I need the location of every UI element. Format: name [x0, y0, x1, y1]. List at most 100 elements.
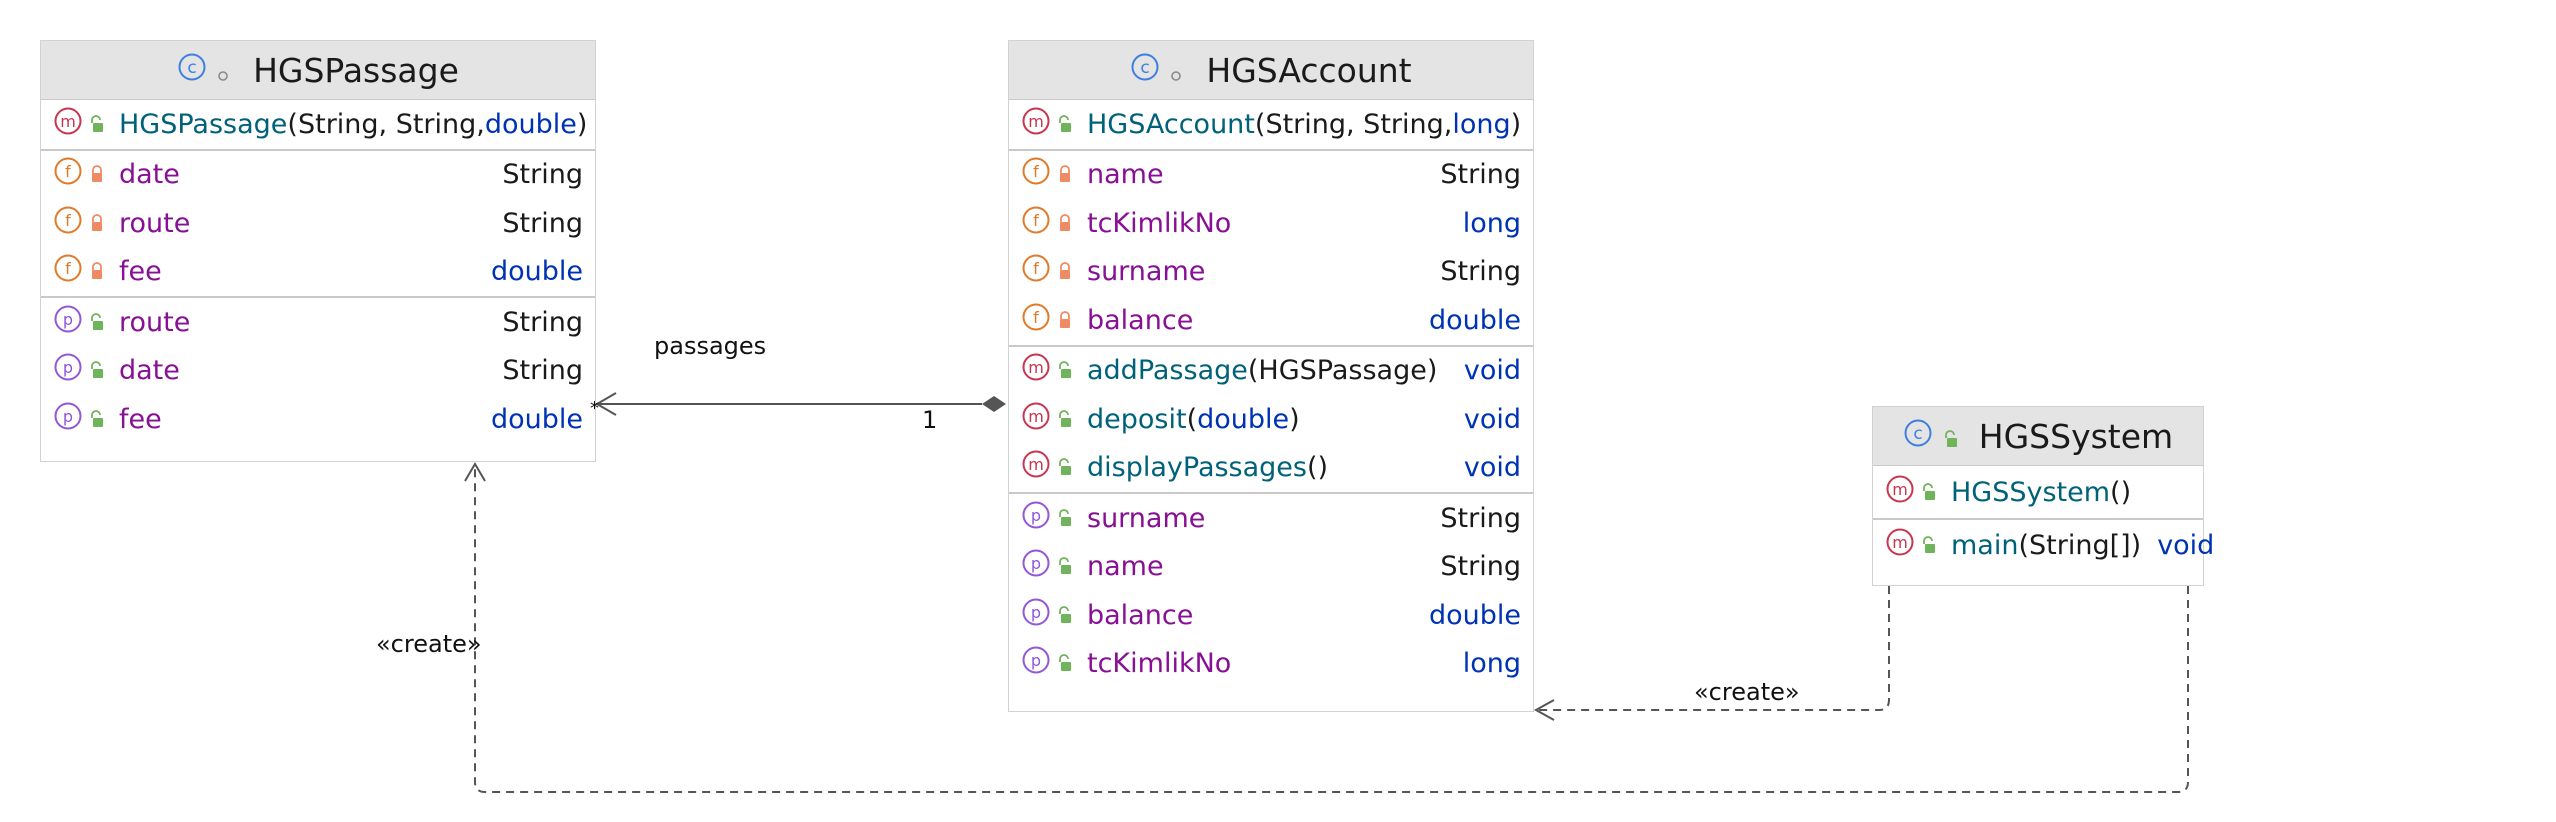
class-c-icon: c — [1903, 417, 1933, 456]
method-row[interactable]: m addPassage(HGSPassage) void — [1009, 347, 1533, 396]
package-visibility-icon — [1170, 51, 1182, 90]
property-name: tcKimlikNo — [1087, 648, 1232, 680]
method-row[interactable]: m main(String[]) void — [1873, 520, 2214, 570]
field-row[interactable]: f date String — [41, 151, 595, 200]
field-row[interactable]: f surname String — [1009, 248, 1533, 297]
field-name: date — [119, 159, 180, 191]
class-box-hgspassage[interactable]: c HGSPassage m HGSPassage(String, String… — [40, 40, 596, 462]
method-row[interactable]: m displayPassages() void — [1009, 444, 1533, 493]
public-unlocked-icon — [89, 404, 105, 435]
svg-text:f: f — [1033, 308, 1039, 327]
svg-text:c: c — [1913, 424, 1922, 444]
svg-text:m: m — [1028, 358, 1044, 377]
field-type: String — [1440, 256, 1521, 288]
svg-text:m: m — [1028, 407, 1044, 426]
constructors-section: m HGSPassage(String, String, double) — [41, 100, 595, 151]
svg-text:c: c — [187, 58, 196, 78]
paren-close: ) — [1510, 108, 1522, 140]
svg-text:p: p — [1031, 554, 1041, 573]
paren-close: ) — [1426, 355, 1438, 387]
class-name: HGSAccount — [1206, 50, 1412, 90]
paren-close: ) — [576, 108, 588, 140]
property-type: String — [502, 355, 583, 387]
public-unlocked-icon — [89, 355, 105, 386]
property-row[interactable]: p fee double — [41, 395, 595, 444]
association-role-label: passages — [654, 332, 767, 360]
private-lock-icon — [89, 256, 105, 287]
property-row[interactable]: p balance double — [1009, 591, 1533, 640]
public-unlocked-icon — [1057, 551, 1073, 582]
svg-text:m: m — [1028, 455, 1044, 474]
method-return-type: void — [1463, 403, 1521, 435]
field-name: balance — [1087, 304, 1194, 336]
property-row[interactable]: p name String — [1009, 543, 1533, 592]
constructor-row[interactable]: m HGSPassage(String, String, double) — [41, 100, 595, 149]
public-unlocked-icon — [1057, 503, 1073, 534]
create-label-passage: «create» — [376, 630, 482, 658]
fields-section: f date String f route String f fee doubl… — [41, 151, 595, 298]
method-name: addPassage — [1087, 355, 1248, 387]
field-type: String — [502, 207, 583, 239]
constructor-row[interactable]: m HGSSystem() — [1873, 466, 2203, 518]
class-box-hgssystem[interactable]: c HGSSystem m HGSSystem() m main(String[… — [1872, 406, 2214, 586]
paren-close: ) — [1289, 403, 1300, 435]
property-type: String — [502, 306, 583, 338]
fields-section: f name String f tcKimlikNo long f surnam… — [1009, 151, 1533, 347]
param-types: String, String, — [297, 108, 485, 140]
field-row[interactable]: f name String — [1009, 151, 1533, 200]
field-row[interactable]: f balance double — [1009, 296, 1533, 345]
multiplicity-many: * — [590, 398, 599, 419]
svg-text:f: f — [1033, 259, 1039, 278]
field-row[interactable]: f tcKimlikNo long — [1009, 199, 1533, 248]
method-return-type: void — [2157, 529, 2215, 561]
private-lock-icon — [89, 159, 105, 190]
method-args: (String[]) — [2018, 529, 2142, 561]
field-type: String — [1440, 159, 1521, 191]
public-unlocked-icon — [1057, 355, 1073, 386]
method-m-icon: m — [1021, 106, 1051, 143]
property-row[interactable]: p date String — [41, 347, 595, 396]
svg-text:f: f — [65, 259, 71, 278]
paren-open: ( — [1254, 108, 1266, 140]
svg-text:m: m — [60, 112, 76, 131]
method-name: displayPassages — [1087, 452, 1307, 484]
param-primitive: long — [1452, 108, 1511, 140]
property-type: String — [1440, 502, 1521, 534]
public-unlocked-icon — [1943, 417, 1959, 456]
field-row[interactable]: f route String — [41, 199, 595, 248]
composition-diamond — [982, 396, 1006, 412]
property-p-icon: p — [53, 352, 83, 389]
property-row[interactable]: p tcKimlikNo long — [1009, 640, 1533, 689]
svg-text:m: m — [1892, 480, 1908, 499]
method-m-icon: m — [1885, 474, 1915, 511]
private-lock-icon — [89, 208, 105, 239]
properties-section: p surname String p name String p balance… — [1009, 494, 1533, 688]
constructor-row[interactable]: m HGSAccount(String, String, long) — [1009, 100, 1533, 149]
param-primitive: double — [484, 108, 577, 140]
private-lock-icon — [1057, 305, 1073, 336]
properties-section: p route String p date String p fee doubl… — [41, 298, 595, 444]
arrowhead — [464, 462, 486, 482]
field-row[interactable]: f fee double — [41, 248, 595, 297]
method-name: main — [1951, 529, 2019, 561]
svg-text:p: p — [1031, 603, 1041, 622]
method-return-type: void — [1463, 452, 1521, 484]
property-p-icon: p — [1021, 548, 1051, 585]
field-type: long — [1462, 207, 1521, 239]
create-dependency-edge-account — [1533, 586, 1890, 721]
class-c-icon: c — [1130, 51, 1160, 90]
property-row[interactable]: p route String — [41, 298, 595, 347]
field-f-icon: f — [1021, 205, 1051, 242]
composition-edge — [595, 392, 1006, 416]
property-row[interactable]: p surname String — [1009, 494, 1533, 543]
property-type: double — [490, 403, 583, 435]
package-visibility-icon — [217, 51, 229, 90]
public-unlocked-icon — [89, 307, 105, 338]
constructors-section: m HGSAccount(String, String, long) — [1009, 100, 1533, 151]
constructor-params: () — [2110, 476, 2132, 508]
public-unlocked-icon — [1921, 530, 1937, 561]
paren-open: ( — [1247, 355, 1259, 387]
class-box-hgsaccount[interactable]: c HGSAccount m HGSAccount(String, String… — [1008, 40, 1534, 712]
method-row[interactable]: m deposit(double) void — [1009, 395, 1533, 444]
svg-text:c: c — [1141, 58, 1150, 78]
